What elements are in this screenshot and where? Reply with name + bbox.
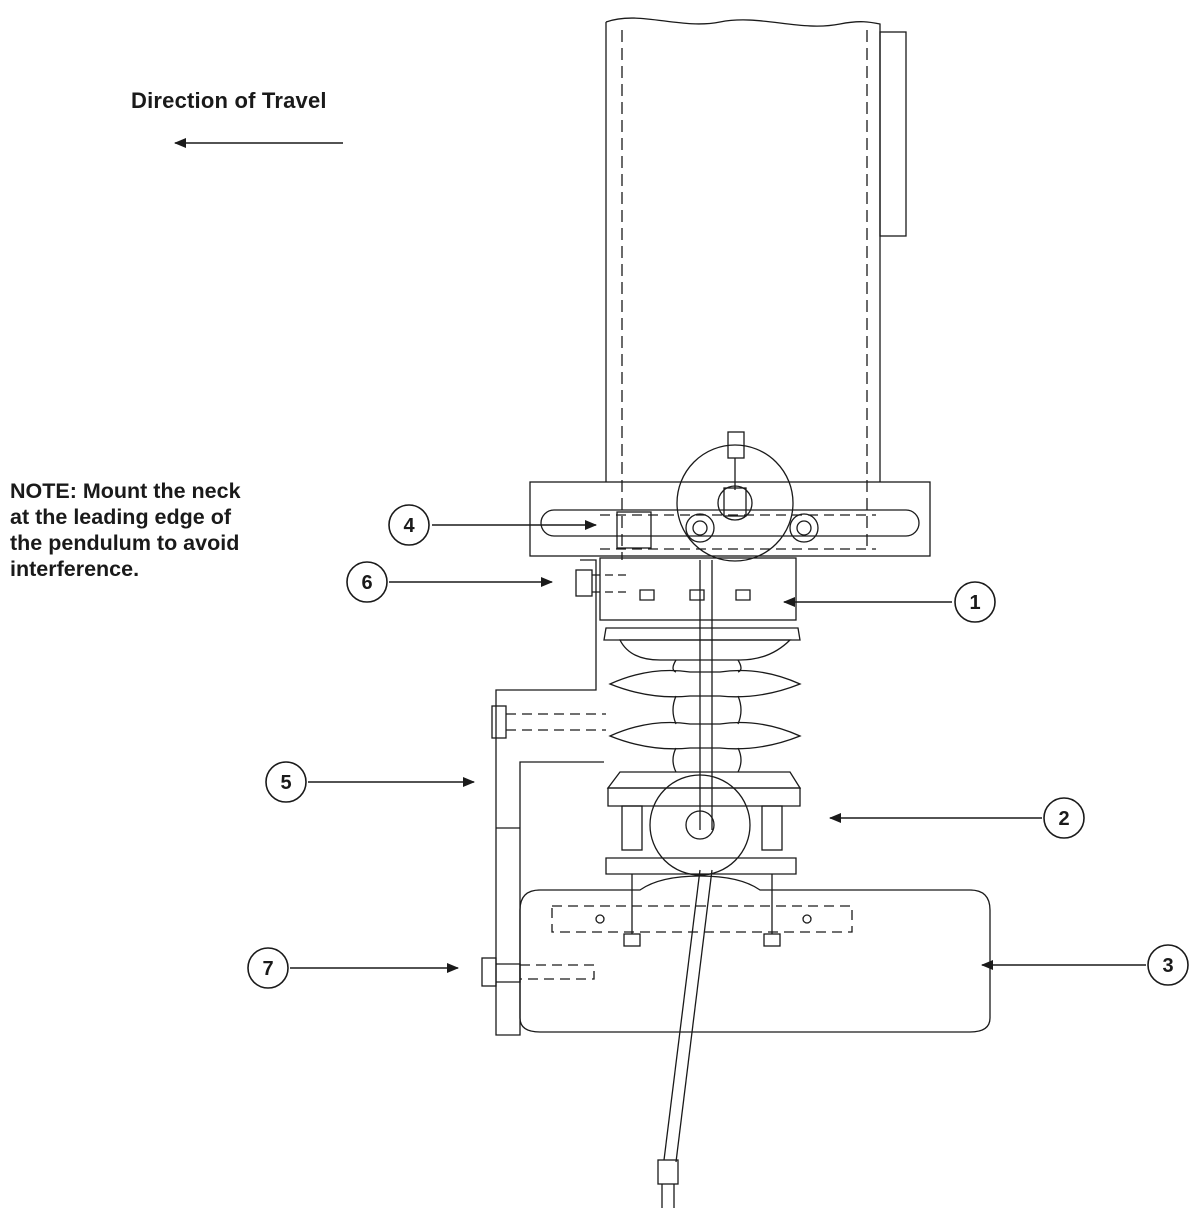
lower-housing	[481, 874, 991, 1033]
mast-pipe	[605, 17, 907, 560]
note-line-1: NOTE: Mount the neck	[10, 479, 241, 503]
slotted-mounting-plate	[529, 481, 931, 557]
top-clamp	[676, 431, 794, 562]
insulator-body	[599, 557, 802, 876]
callout-5: 5	[265, 761, 307, 803]
svg-text:6: 6	[361, 572, 372, 594]
note-line-3: the pendulum to avoid	[10, 531, 240, 555]
svg-text:3: 3	[1162, 955, 1173, 977]
callout-1: 1	[954, 581, 996, 623]
note-line-4: interference.	[10, 557, 140, 581]
mounting-bracket	[491, 559, 630, 1036]
svg-text:2: 2	[1058, 808, 1069, 830]
callout-4: 4	[388, 504, 430, 546]
svg-text:5: 5	[280, 772, 291, 794]
direction-of-travel-label: Direction of Travel	[131, 88, 327, 113]
svg-text:1: 1	[969, 592, 980, 614]
pendulum-rod	[657, 560, 713, 1208]
callout-3: 3	[1147, 944, 1189, 986]
svg-text:4: 4	[403, 515, 415, 537]
callout-2: 2	[1043, 797, 1085, 839]
callout-7: 7	[247, 947, 289, 989]
callout-6: 6	[346, 561, 388, 603]
svg-text:7: 7	[262, 958, 273, 980]
mounting-note: NOTE: Mount the neck at the leading edge…	[10, 478, 310, 582]
note-line-2: at the leading edge of	[10, 505, 231, 529]
